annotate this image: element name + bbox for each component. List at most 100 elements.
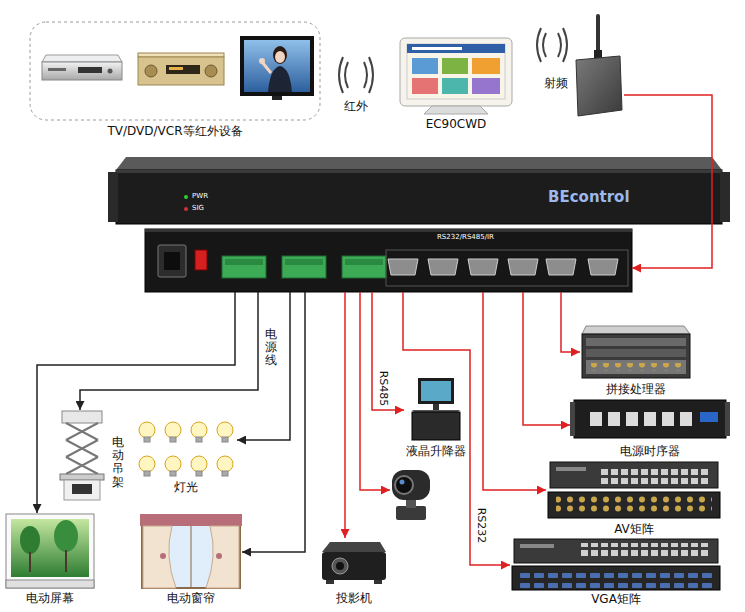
ir-device-group-art bbox=[244, 40, 310, 92]
projector-lift-art bbox=[66, 423, 98, 440]
touch-panel: EC90CWD bbox=[400, 38, 512, 132]
touch-panel-art bbox=[442, 78, 468, 94]
ir-device-group-art bbox=[268, 66, 292, 92]
touch-panel-art bbox=[412, 58, 438, 74]
vga-matrix-art bbox=[514, 539, 718, 563]
controller-rear-art bbox=[225, 259, 263, 265]
projector-lift-art bbox=[60, 474, 104, 480]
splicing-processor: 拼接处理器 bbox=[580, 325, 692, 397]
infrared-waves bbox=[345, 62, 348, 88]
node-label: 电动屏幕 bbox=[26, 591, 74, 605]
controller-front-art bbox=[108, 157, 730, 224]
camera bbox=[390, 468, 432, 522]
splicing-processor-art bbox=[586, 360, 686, 374]
signal-cable bbox=[344, 292, 346, 538]
node-label: AV矩阵 bbox=[614, 522, 654, 536]
controller-rear-art bbox=[386, 250, 628, 286]
projector-lift-art bbox=[66, 440, 98, 457]
lighting-art bbox=[196, 471, 202, 476]
node-label: 电动窗帘 bbox=[167, 591, 215, 605]
electric-curtain-art bbox=[140, 514, 242, 526]
power-sequencer-art bbox=[590, 412, 602, 426]
lighting-art bbox=[196, 437, 202, 442]
controller-front-art bbox=[184, 207, 188, 211]
controller-rear-art bbox=[145, 229, 632, 292]
controller-rear-art bbox=[158, 245, 186, 277]
lcd-lift-art bbox=[421, 381, 451, 401]
lcd-lift: 液晶升降器 bbox=[404, 376, 468, 459]
electric-curtain-art bbox=[191, 518, 192, 588]
av-matrix-art bbox=[556, 496, 712, 514]
radio-waves bbox=[537, 28, 541, 62]
controller-rear-art bbox=[282, 256, 326, 278]
camera-art bbox=[392, 470, 430, 500]
electric-screen-art bbox=[6, 580, 94, 588]
lighting: 灯光 bbox=[135, 418, 237, 495]
touch-panel-art bbox=[442, 58, 468, 74]
electric-screen-art bbox=[29, 552, 31, 572]
signal-cable bbox=[360, 292, 390, 490]
controller-rear-art bbox=[222, 256, 266, 278]
camera-art bbox=[396, 506, 426, 520]
node-label: 电动吊架 bbox=[112, 436, 124, 489]
ir-device-group: TV/DVD/VCR等红外设备 bbox=[30, 22, 320, 139]
camera-art bbox=[395, 476, 413, 494]
indicator-label: SIG bbox=[192, 204, 204, 213]
projector-art bbox=[322, 552, 386, 580]
lighting-art bbox=[139, 456, 155, 472]
controller-rear-art bbox=[468, 259, 498, 275]
rf-receiver-art bbox=[576, 56, 622, 116]
av-matrix: AV矩阵 bbox=[546, 460, 722, 537]
cable-label: RS232 bbox=[475, 506, 488, 544]
av-matrix-art bbox=[550, 462, 718, 488]
splicing-processor-art bbox=[590, 363, 682, 371]
electric-curtain-art bbox=[216, 553, 222, 559]
controller-front-art bbox=[184, 195, 188, 199]
touch-panel-art bbox=[400, 38, 512, 114]
power-cable bbox=[37, 292, 235, 513]
ir-device-group-art bbox=[275, 51, 285, 63]
vga-matrix-art bbox=[512, 539, 720, 590]
projector-art bbox=[326, 580, 334, 584]
infrared-waves bbox=[364, 62, 367, 88]
indicator-label: PWR bbox=[192, 192, 208, 201]
controller-front-art bbox=[116, 157, 722, 170]
touch-panel-art bbox=[407, 44, 505, 53]
infrared-waves bbox=[339, 57, 373, 93]
lighting-art bbox=[170, 437, 176, 442]
lighting-art bbox=[139, 422, 155, 438]
node-label: RS232/RS485/IR bbox=[437, 233, 494, 242]
power-sequencer-art bbox=[700, 412, 718, 422]
controller-front-art bbox=[108, 172, 118, 222]
node-label: 灯光 bbox=[174, 480, 198, 494]
ir-device-group-art bbox=[145, 65, 157, 77]
lighting-art bbox=[217, 422, 233, 438]
touch-panel-art bbox=[424, 106, 488, 114]
electric-screen-art bbox=[11, 519, 89, 577]
projector-lift-art bbox=[62, 411, 102, 423]
ir-device-group-art bbox=[108, 69, 113, 74]
cable-label: RS485 bbox=[377, 369, 390, 407]
controller-rear-art bbox=[145, 229, 632, 232]
controller-rear-art bbox=[508, 259, 538, 275]
ir-device-group-art bbox=[240, 36, 314, 96]
controller-rear-art bbox=[588, 259, 618, 275]
projector-art bbox=[322, 542, 386, 584]
splicing-processor-art bbox=[586, 349, 686, 357]
lighting-art bbox=[144, 437, 150, 442]
projector-lift-art bbox=[66, 457, 98, 474]
signal-label: 红外 bbox=[344, 99, 368, 113]
central-controller: RS232/RS485/IR bbox=[145, 229, 632, 292]
node-label: VGA矩阵 bbox=[591, 592, 641, 606]
lcd-lift-art bbox=[412, 412, 460, 440]
touch-panel-art bbox=[472, 58, 500, 74]
node-label: 射频 bbox=[544, 76, 568, 90]
projector-lift-art bbox=[66, 423, 98, 474]
signal-cable bbox=[372, 292, 404, 410]
lighting-art bbox=[170, 471, 176, 476]
av-matrix-art bbox=[556, 467, 586, 471]
av-matrix-art bbox=[600, 466, 710, 484]
projector-lift-art bbox=[66, 457, 98, 474]
splicing-processor-art bbox=[586, 338, 686, 346]
signal-cable bbox=[523, 292, 570, 425]
